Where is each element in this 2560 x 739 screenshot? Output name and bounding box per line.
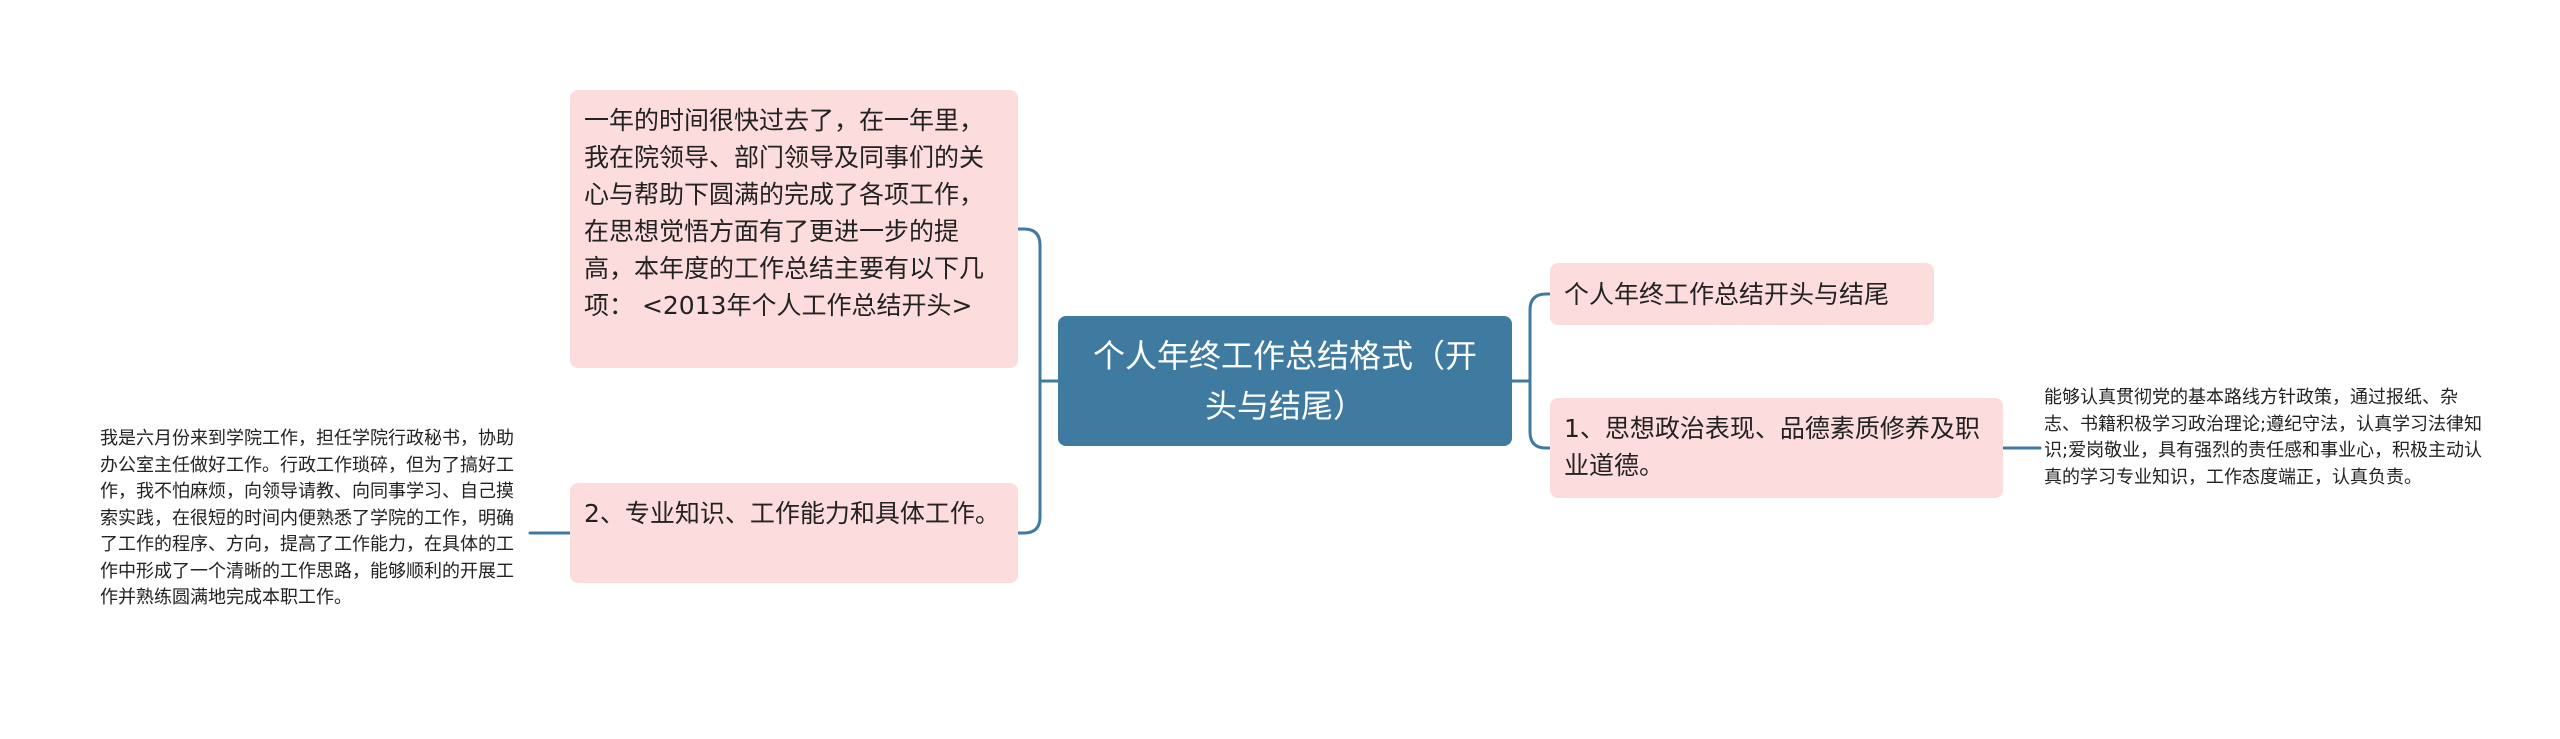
branch-node-political-morality[interactable]: 1、思想政治表现、品德素质修养及职业道德。 [1550,398,2003,498]
detail-political-morality-text: 能够认真贯彻党的基本路线方针政策，通过报纸、杂志、书籍积极学习政治理论;遵纪守法… [2044,387,2483,488]
detail-node-political-morality[interactable]: 能够认真贯彻党的基本路线方针政策，通过报纸、杂志、书籍积极学习政治理论;遵纪守法… [2044,385,2484,491]
branch-intro-text: 一年的时间很快过去了，在一年里，我在院领导、部门领导及同事们的关心与帮助下圆满的… [584,106,985,320]
detail-node-work-ability[interactable]: 我是六月份来到学院工作，担任学院行政秘书，协助办公室主任做好工作。行政工作琐碎，… [100,426,530,612]
connector-center-left [1016,227,1060,535]
branch-work-ability-text: 2、专业知识、工作能力和具体工作。 [584,499,1000,528]
central-topic-text: 个人年终工作总结格式（开头与结尾） [1092,337,1477,425]
detail-work-ability-text: 我是六月份来到学院工作，担任学院行政秘书，协助办公室主任做好工作。行政工作琐碎，… [100,428,514,608]
branch-opening-ending-text: 个人年终工作总结开头与结尾 [1564,279,1890,309]
branch-node-opening-ending[interactable]: 个人年终工作总结开头与结尾 [1550,263,1934,325]
central-topic-node[interactable]: 个人年终工作总结格式（开头与结尾） [1058,316,1512,446]
branch-node-work-ability[interactable]: 2、专业知识、工作能力和具体工作。 [570,483,1018,583]
connector-center-right [1510,292,1552,450]
branch-node-intro[interactable]: 一年的时间很快过去了，在一年里，我在院领导、部门领导及同事们的关心与帮助下圆满的… [570,90,1018,368]
branch-political-morality-text: 1、思想政治表现、品德素质修养及职业道德。 [1564,414,1980,480]
